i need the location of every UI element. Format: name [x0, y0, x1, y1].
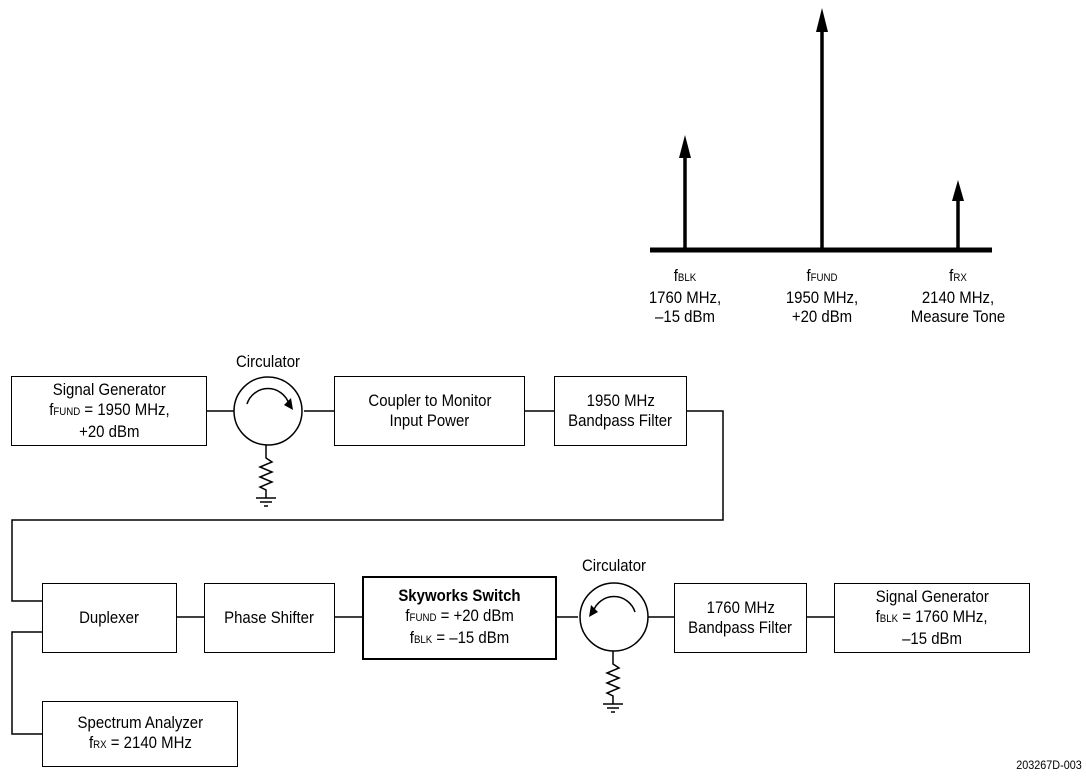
- tone-label-fund: fFUND 1950 MHz, +20 dBm: [785, 266, 859, 326]
- signal-generator-top-block: Signal Generator fFUND = 1950 MHz, +20 d…: [11, 376, 207, 446]
- circulator-top-label: Circulator: [235, 352, 301, 371]
- tone-arrow-rx: [952, 180, 964, 250]
- termination-resistor-bottom: [603, 651, 623, 713]
- spectrum-plot: [650, 8, 992, 253]
- bpf-1950-block: 1950 MHz Bandpass Filter: [554, 376, 687, 446]
- spectrum-analyzer-block: Spectrum Analyzer fRX = 2140 MHz: [42, 701, 238, 767]
- figure-reference: 203267D-003: [1016, 758, 1082, 772]
- signal-generator-bottom-block: Signal Generator fBLK = 1760 MHz, –15 dB…: [834, 583, 1030, 653]
- circulator-bottom-label: Circulator: [581, 556, 647, 575]
- phase-shifter-block: Phase Shifter: [204, 583, 335, 653]
- tone-arrow-fund: [816, 8, 828, 250]
- skyworks-switch-block: Skyworks Switch fFUND = +20 dBm fBLK = –…: [362, 576, 557, 660]
- duplexer-block: Duplexer: [42, 583, 177, 653]
- termination-resistor-top: [256, 445, 276, 507]
- tone-arrow-blk: [679, 135, 691, 250]
- bpf-1760-block: 1760 MHz Bandpass Filter: [674, 583, 807, 653]
- tone-label-blk: fBLK 1760 MHz, –15 dBm: [648, 266, 722, 326]
- wires: [11, 410, 834, 735]
- coupler-block: Coupler to Monitor Input Power: [334, 376, 525, 446]
- circulator-top-symbol: [233, 376, 303, 507]
- tone-label-rx: fRX 2140 MHz, Measure Tone: [910, 266, 1006, 326]
- circulator-bottom-symbol: [579, 582, 649, 713]
